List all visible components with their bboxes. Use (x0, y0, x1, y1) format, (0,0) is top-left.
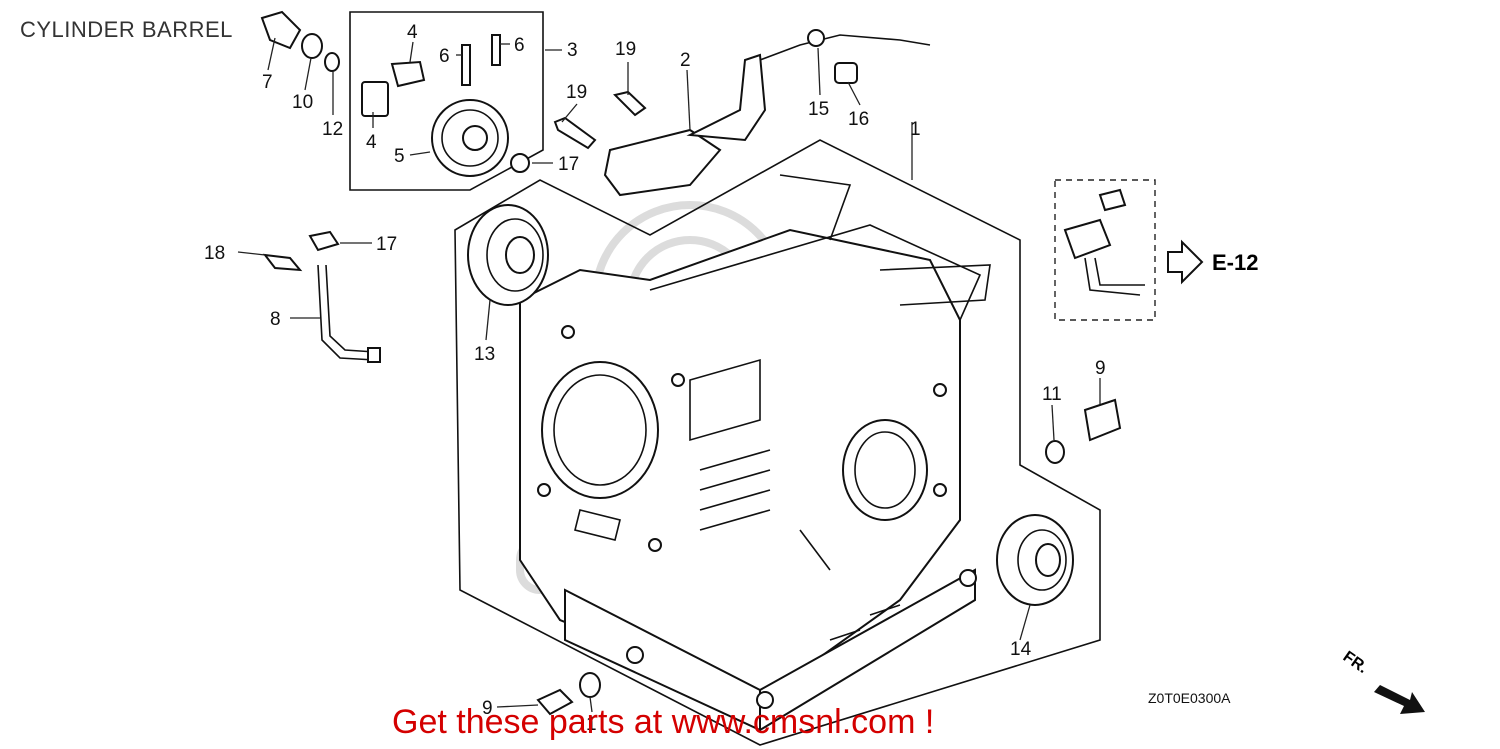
promo-link-text[interactable]: Get these parts at www.cmsnl.com ! (392, 703, 935, 741)
callout-4-upper: 4 (407, 22, 418, 43)
callout-11-bottom: 1 (586, 714, 597, 735)
leader-lines (237, 37, 1101, 713)
callout-19-lower: 19 (566, 82, 587, 103)
callout-17-upper: 17 (558, 154, 579, 175)
callout-4-lower: 4 (366, 132, 377, 153)
callout-6-right: 6 (514, 35, 525, 56)
callout-9-right: 9 (1095, 358, 1106, 379)
clip-18-tube-8 (262, 253, 381, 363)
reference-arrow-icon (1167, 239, 1204, 285)
governor-group-outline (349, 11, 544, 191)
callout-18: 18 (204, 243, 225, 264)
ignition-group-outline (1054, 179, 1156, 321)
callout-17-middle: 17 (376, 234, 397, 255)
crankcase-assembly-outline (454, 139, 1101, 746)
callout-12: 12 (322, 119, 343, 140)
oil-seal-14 (996, 514, 1074, 606)
reference-arrow-label: E-12 (1212, 250, 1259, 275)
diagram-title: CYLINDER BARREL (20, 17, 233, 42)
callout-2: 2 (680, 50, 691, 71)
callout-3: 3 (567, 40, 578, 61)
callout-8: 8 (270, 309, 281, 330)
small-fasteners (308, 90, 1122, 716)
callout-5: 5 (394, 146, 405, 167)
callout-9-bottom: 9 (482, 698, 493, 719)
bolt-7-washers (260, 10, 340, 72)
callout-7: 7 (262, 72, 273, 93)
diagram-reference-code: Z0T0E0300A (1148, 690, 1231, 706)
callout-11-right: 11 (1042, 384, 1062, 405)
callout-1: 1 (910, 119, 921, 140)
callout-16: 16 (848, 109, 869, 130)
breather-hose-2 (603, 29, 931, 197)
callout-13: 13 (474, 344, 495, 365)
ignition-module (1063, 188, 1145, 296)
callout-15: 15 (808, 99, 829, 120)
callout-10: 10 (292, 92, 313, 113)
callout-6-left: 6 (439, 46, 450, 67)
bearing-13 (467, 204, 549, 306)
cylinder-barrel-body (519, 174, 991, 732)
callout-14: 14 (1010, 639, 1032, 660)
callout-labels: 1 2 3 4 4 5 6 6 7 8 9 9 10 11 1 12 13 14… (204, 22, 1106, 735)
front-direction-arrow-icon (1374, 685, 1425, 714)
callout-19-upper: 19 (615, 39, 636, 60)
governor-gear-5 (361, 34, 509, 177)
